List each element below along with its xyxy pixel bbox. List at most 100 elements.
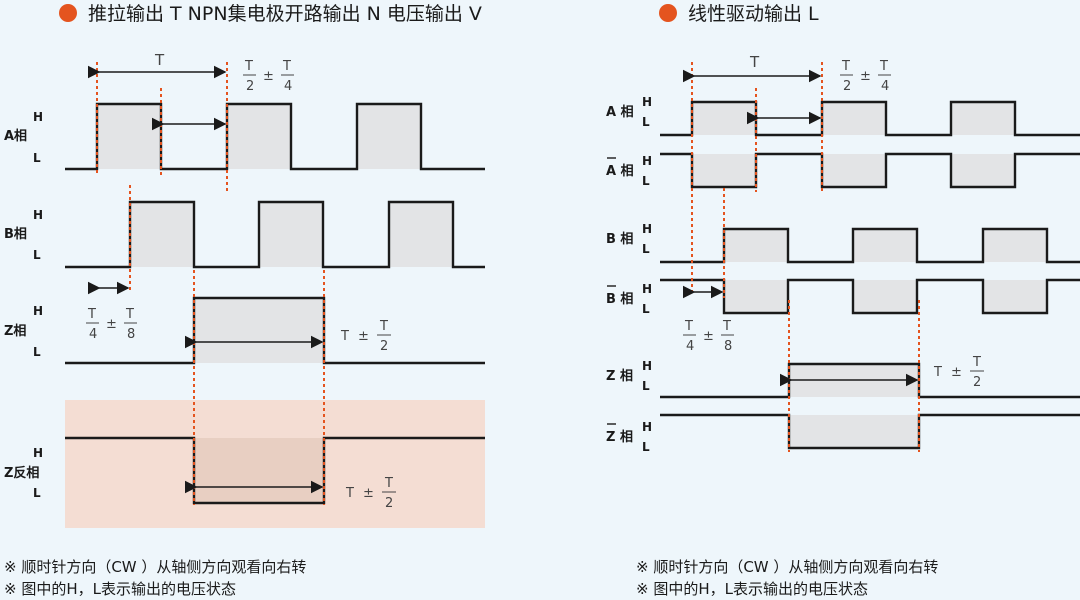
svg-text:L: L — [642, 242, 650, 256]
left-pulse-fills — [97, 104, 453, 503]
svg-text:H: H — [642, 154, 652, 168]
svg-text:L: L — [642, 115, 650, 129]
left-tolerance-z-inverse: T ± T 2 — [345, 476, 396, 511]
right-title: 线性驱动输出 L — [688, 3, 819, 25]
svg-text:A 相: A 相 — [606, 163, 634, 179]
right-phase-b-inverse-label: B 相 — [606, 285, 633, 307]
left-bullet-icon — [59, 4, 77, 22]
left-phase-b-label: B相 — [4, 226, 27, 242]
svg-text:±: ± — [703, 329, 714, 344]
left-title: 推拉输出 T NPN集电极开路输出 N 电压输出 V — [88, 3, 482, 25]
svg-text:±: ± — [951, 365, 962, 380]
svg-text:T: T — [879, 59, 888, 74]
left-phase-z-label: Z相 — [4, 323, 26, 339]
right-phase-z-inverse-label: Z 相 — [606, 423, 633, 445]
right-pulse-fills — [692, 102, 1047, 448]
svg-text:H: H — [642, 282, 652, 296]
right-b-inverse-wave — [660, 278, 1080, 315]
svg-text:±: ± — [860, 69, 871, 84]
svg-text:H: H — [33, 446, 43, 460]
svg-text:±: ± — [106, 317, 117, 332]
right-tolerance-z: T ± T 2 — [933, 355, 984, 390]
left-timing-guides — [96, 62, 325, 505]
svg-text:L: L — [33, 345, 41, 359]
svg-text:T: T — [972, 355, 981, 370]
svg-text:T: T — [345, 486, 354, 501]
svg-text:L: L — [642, 379, 650, 393]
svg-text:±: ± — [263, 69, 274, 84]
svg-text:8: 8 — [127, 327, 135, 342]
svg-text:4: 4 — [881, 79, 889, 94]
svg-text:L: L — [642, 302, 650, 316]
svg-text:T: T — [379, 319, 388, 334]
right-tolerance-a: T 2 ± T 4 — [840, 59, 891, 94]
svg-text:H: H — [33, 208, 43, 222]
left-phase-z-inverse-label: Z反相 — [4, 465, 39, 481]
left-tolerance-b: T 4 ± T 8 — [86, 307, 137, 342]
right-a-inverse-wave — [660, 152, 1080, 189]
svg-text:2: 2 — [385, 496, 393, 511]
left-z-inverse-wave — [65, 436, 485, 505]
svg-text:H: H — [642, 359, 652, 373]
right-phase-z-label: Z 相 — [606, 368, 633, 384]
right-timing-guides — [691, 62, 920, 452]
svg-text:±: ± — [358, 329, 369, 344]
svg-text:T: T — [684, 319, 693, 334]
right-z-inverse-wave — [660, 413, 1080, 450]
left-level-markers: H L H L H L H L — [33, 110, 43, 500]
svg-text:T: T — [125, 307, 134, 322]
svg-text:T: T — [282, 59, 291, 74]
right-period-label: T — [749, 53, 760, 71]
left-a-phase-wave — [65, 102, 485, 171]
svg-text:2: 2 — [843, 79, 851, 94]
left-b-phase-wave — [65, 200, 485, 269]
svg-text:H: H — [642, 95, 652, 109]
svg-text:T: T — [722, 319, 731, 334]
svg-text:Z 相: Z 相 — [606, 429, 633, 445]
svg-text:T: T — [244, 59, 253, 74]
svg-text:4: 4 — [686, 339, 694, 354]
left-tolerance-z: T ± T 2 — [340, 319, 391, 354]
svg-text:L: L — [33, 486, 41, 500]
left-phase-a-label: A相 — [4, 128, 27, 144]
right-note-rotation: ※ 顺时针方向（CW ）从轴侧方向观看向右转 — [636, 558, 938, 576]
right-b-phase-wave — [660, 227, 1080, 264]
svg-text:2: 2 — [246, 79, 254, 94]
svg-text:2: 2 — [973, 375, 981, 390]
svg-text:T: T — [87, 307, 96, 322]
svg-text:H: H — [642, 222, 652, 236]
right-level-markers: H L H L H L H L H L H L — [642, 95, 652, 454]
right-phase-a-label: A 相 — [606, 104, 634, 120]
svg-text:T: T — [933, 365, 942, 380]
right-bullet-icon — [659, 4, 677, 22]
svg-text:L: L — [642, 174, 650, 188]
svg-text:T: T — [340, 329, 349, 344]
svg-text:L: L — [33, 151, 41, 165]
right-phase-b-label: B 相 — [606, 231, 633, 247]
svg-text:T: T — [384, 476, 393, 491]
svg-text:L: L — [642, 440, 650, 454]
left-note-hl-state: ※ 图中的H，L表示输出的电压状态 — [4, 580, 236, 598]
right-tolerance-b: T 4 ± T 8 — [683, 319, 734, 354]
svg-text:8: 8 — [724, 339, 732, 354]
svg-text:L: L — [33, 248, 41, 262]
svg-text:B 相: B 相 — [606, 291, 633, 307]
left-note-rotation: ※ 顺时针方向（CW ）从轴侧方向观看向右转 — [4, 558, 306, 576]
svg-text:H: H — [33, 110, 43, 124]
left-z-phase-wave — [65, 296, 485, 365]
svg-text:T: T — [841, 59, 850, 74]
svg-text:4: 4 — [89, 327, 97, 342]
left-period-label: T — [154, 51, 165, 69]
right-note-hl-state: ※ 图中的H，L表示输出的电压状态 — [636, 580, 868, 598]
svg-text:H: H — [642, 420, 652, 434]
svg-text:H: H — [33, 304, 43, 318]
svg-text:±: ± — [363, 486, 374, 501]
right-z-phase-wave — [660, 362, 1080, 399]
left-tolerance-a: T 2 ± T 4 — [243, 59, 294, 94]
svg-text:4: 4 — [284, 79, 292, 94]
right-a-phase-wave — [660, 100, 1080, 137]
right-phase-a-inverse-label: A 相 — [606, 157, 634, 179]
svg-text:2: 2 — [380, 339, 388, 354]
